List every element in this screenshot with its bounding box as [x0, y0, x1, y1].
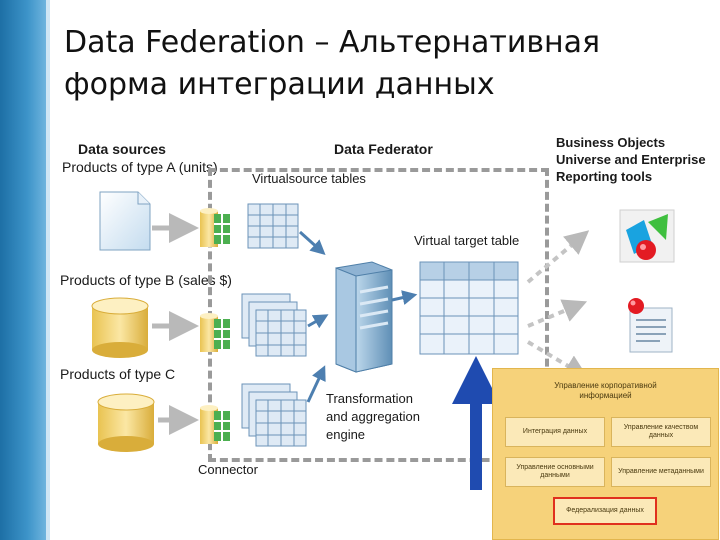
virtual-source-table-icon	[247, 203, 299, 249]
engine-label: Transformation and aggregation engine	[326, 391, 420, 442]
database-cylinder-icon	[91, 297, 149, 358]
database-cylinder-icon	[97, 393, 155, 452]
panel-box-data-federation: Федерализация данных	[553, 497, 657, 525]
slide-title-line-2: форма интеграции данных	[64, 67, 495, 102]
connector-icon	[200, 313, 232, 352]
slide-accent-bar	[0, 0, 50, 540]
output-arrow-icon	[526, 340, 589, 379]
slide-title: Data Federation – Альтернативная форма и…	[64, 22, 704, 106]
connector-icon	[200, 208, 232, 247]
output-arrow-icon	[526, 230, 590, 284]
panel-box-master-data: Управление основными данными	[505, 457, 605, 487]
virtual-target-table-label: Virtual target table	[414, 233, 520, 248]
connector-icon	[200, 405, 232, 444]
output-arrow-icon	[527, 299, 588, 328]
slide-title-line-1: Data Federation – Альтернативная	[64, 25, 601, 60]
document-icon	[99, 191, 151, 251]
panel-box-data-quality: Управление качеством данных	[611, 417, 711, 447]
universe-icon	[619, 209, 675, 263]
virtual-target-table-icon	[419, 261, 519, 355]
virtual-source-table-stack-icon	[241, 383, 307, 447]
products-b-label: Products of type B (sales $)	[60, 272, 232, 288]
data-federator-label: Data Federator	[334, 141, 433, 157]
panel-box-metadata: Управление метаданными	[611, 457, 711, 487]
data-sources-label: Data sources	[78, 141, 166, 157]
virtual-source-table-stack-icon	[241, 293, 307, 357]
panel-box-data-integration: Интеграция данных	[505, 417, 605, 447]
flow-arrow-icon	[306, 365, 326, 403]
enterprise-info-panel: Управление корпоративной информацией Инт…	[492, 368, 719, 540]
business-objects-label: Business Objects Universe and Enterprise…	[556, 135, 706, 184]
flow-arrow-icon	[391, 290, 418, 305]
connector-label: Connector	[198, 462, 258, 477]
server-engine-icon	[335, 261, 393, 373]
products-c-label: Products of type C	[60, 366, 176, 382]
virtual-source-tables-label: Virtualsource tables	[252, 171, 366, 186]
flow-arrow-icon	[298, 230, 326, 256]
products-a-label: Products of type A (units)	[62, 159, 218, 175]
report-icon	[628, 298, 673, 353]
panel-title: Управление корпоративной информацией	[554, 381, 657, 400]
flow-arrow-icon	[307, 314, 329, 329]
